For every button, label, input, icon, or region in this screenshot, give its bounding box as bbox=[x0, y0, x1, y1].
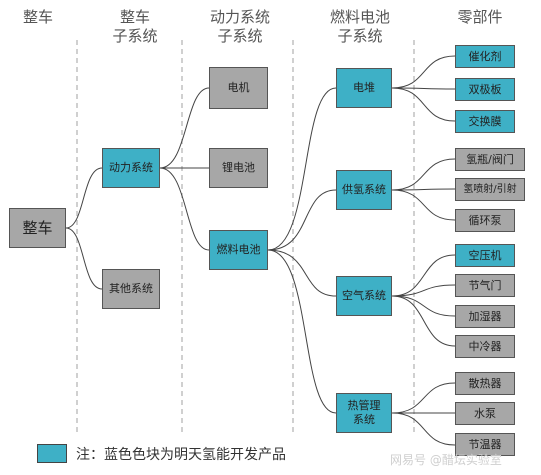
part-thermostat: 节温器 bbox=[455, 433, 515, 456]
part-h2-valve: 氢瓶/阀门 bbox=[455, 148, 525, 171]
node-stack: 电堆 bbox=[336, 68, 392, 108]
header-powertrain-subsystem: 动力系统 子系统 bbox=[209, 8, 270, 45]
part-membrane: 交换膜 bbox=[455, 110, 515, 133]
node-vehicle: 整车 bbox=[9, 208, 66, 248]
part-air-compressor: 空压机 bbox=[455, 244, 515, 267]
part-humidifier: 加湿器 bbox=[455, 305, 515, 328]
part-h2-injector: 氢喷射/引射 bbox=[455, 178, 525, 201]
header-vehicle-subsystem: 整车 子系统 bbox=[112, 8, 158, 45]
part-bipolar-plate: 双极板 bbox=[455, 78, 515, 101]
watermark: 网易号 @醋坛实验室 bbox=[390, 453, 502, 467]
column-dividers bbox=[76, 40, 415, 435]
node-air-system: 空气系统 bbox=[336, 276, 392, 316]
node-other-system: 其他系统 bbox=[102, 269, 160, 309]
node-fuel-cell: 燃料电池 bbox=[209, 230, 268, 270]
header-vehicle: 整车 bbox=[22, 8, 53, 26]
legend-text: 注：蓝色色块为明天氢能开发产品 bbox=[76, 447, 286, 463]
part-catalyst: 催化剂 bbox=[455, 45, 515, 68]
node-thermal-management: 热管理 系统 bbox=[336, 393, 392, 433]
node-motor: 电机 bbox=[209, 67, 268, 109]
part-water-pump: 水泵 bbox=[455, 402, 515, 425]
header-fuelcell-subsystem: 燃料电池 子系统 bbox=[329, 8, 390, 45]
node-battery: 锂电池 bbox=[209, 148, 268, 188]
node-hydrogen-supply: 供氢系统 bbox=[336, 170, 392, 210]
part-throttle: 节气门 bbox=[455, 274, 515, 297]
node-power-system: 动力系统 bbox=[102, 148, 160, 188]
part-intercooler: 中冷器 bbox=[455, 335, 515, 358]
header-components: 零部件 bbox=[457, 8, 503, 26]
legend-swatch bbox=[37, 444, 67, 463]
part-radiator: 散热器 bbox=[455, 372, 515, 395]
part-circulation-pump: 循环泵 bbox=[455, 209, 515, 232]
